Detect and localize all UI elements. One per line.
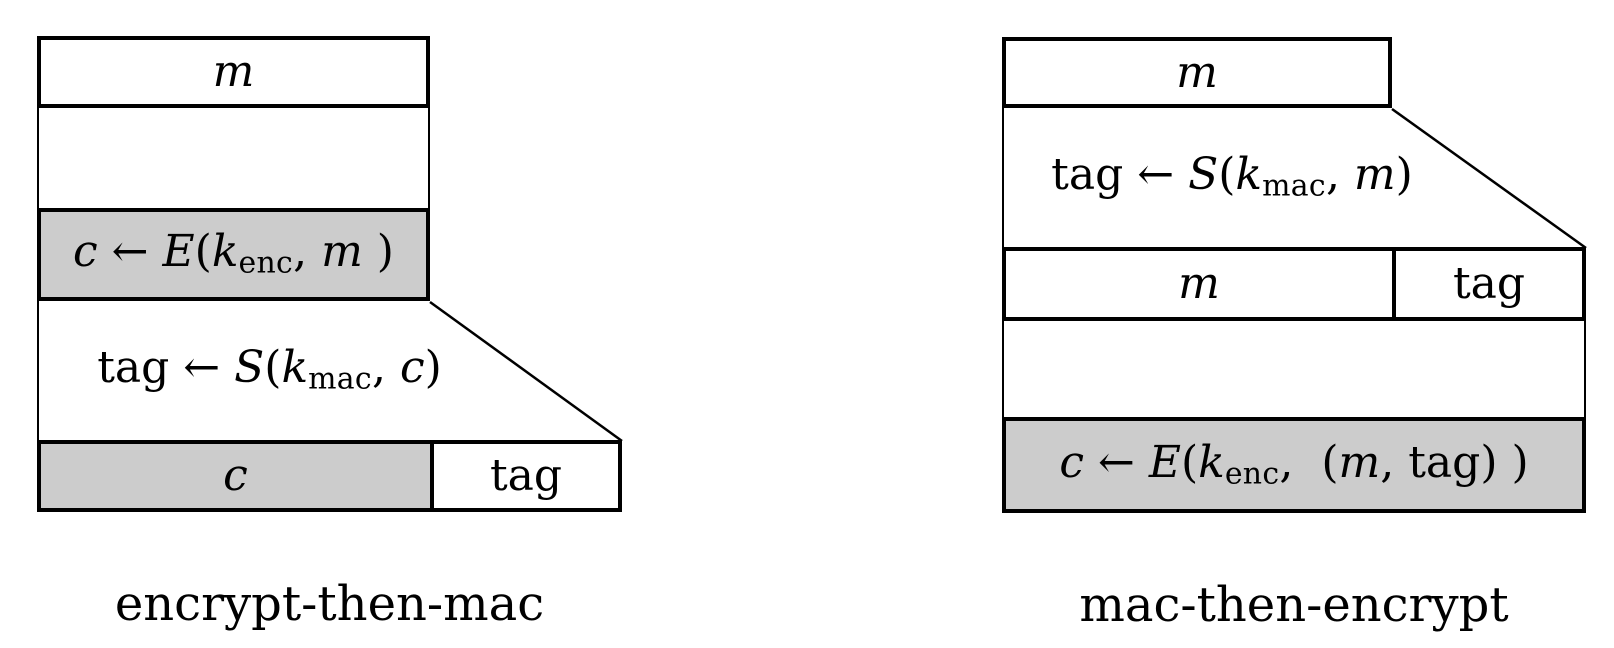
expr-segment: , [293, 226, 322, 278]
mte-gap-section [1002, 321, 1586, 417]
mte-mtag-row: m tag [1002, 247, 1586, 321]
expr-segment: c [1059, 436, 1084, 488]
expr-segment: m [321, 226, 363, 278]
etm-sign-expression: tag ← S(kmac, c) [97, 346, 442, 395]
mte-m-cell: m [1006, 251, 1396, 317]
expr-segment: ) [1395, 149, 1413, 201]
expr-segment: tag ← [97, 342, 235, 394]
expr-segment: tag [489, 450, 563, 501]
etm-message-box: m [37, 36, 430, 108]
mte-caption: mac-then-encrypt [1002, 577, 1586, 633]
mte-message-label: m [1176, 50, 1218, 95]
expr-segment: , [371, 342, 400, 394]
expr-segment: ← [97, 226, 163, 278]
mte-sign-expression: tag ← S(kmac, m) [1051, 153, 1413, 202]
mte-sign-section: tag ← S(kmac, m) [1002, 108, 1460, 247]
mte-encrypt-expression: c ← E(kenc, (m, tag) ) [1059, 440, 1528, 492]
expr-segment: ( [264, 342, 282, 394]
expr-segment: c [73, 226, 98, 278]
mte-tag-cell: tag [1396, 251, 1582, 317]
expr-segment: c [223, 450, 248, 501]
expr-segment: c [399, 342, 425, 394]
etm-sign-section: tag ← S(kmac, c) [37, 301, 500, 440]
etm-caption-text: encrypt-then-mac [114, 576, 545, 632]
etm-message-label: m [213, 50, 255, 94]
expr-segment: tag ← [1051, 149, 1189, 201]
expr-segment: enc [1224, 456, 1280, 492]
mte-diagram: m tag ← S(kmac, m) m tag c ← E(kenc, (m,… [900, 0, 1614, 648]
mte-m-label: m [1178, 262, 1220, 306]
expr-segment: ( [1218, 149, 1236, 201]
mte-message-box: m [1002, 37, 1392, 108]
expr-segment: , ( [1279, 436, 1339, 488]
expr-segment: m [212, 46, 255, 97]
etm-encrypt-box: c ← E(kenc, m ) [37, 208, 430, 301]
etm-tag-label: tag [490, 454, 562, 498]
etm-encrypt-expression: c ← E(kenc, m ) [73, 230, 394, 279]
expr-segment: m [1353, 149, 1396, 201]
expr-segment: ( [194, 226, 212, 278]
mte-caption-text: mac-then-encrypt [1079, 577, 1509, 633]
expr-segment: m [1176, 46, 1218, 98]
expr-segment: ( [1180, 436, 1199, 488]
etm-gap-section [37, 108, 430, 208]
expr-segment: ← [1084, 436, 1149, 488]
expr-segment: S [234, 342, 265, 394]
expr-segment: k [281, 342, 309, 394]
expr-segment: k [1198, 436, 1225, 488]
expr-segment: , tag) ) [1380, 436, 1529, 488]
expr-segment: E [1148, 436, 1181, 488]
expr-segment: tag [1452, 258, 1526, 309]
expr-segment: S [1188, 149, 1219, 201]
expr-segment: ) [424, 342, 442, 394]
expr-segment: m [1338, 436, 1381, 488]
expr-segment: enc [238, 245, 294, 281]
etm-diagram: m c ← E(kenc, m ) tag ← S(kmac, c) c tag… [0, 0, 700, 648]
expr-segment: k [211, 226, 239, 278]
expr-segment: E [162, 226, 195, 278]
expr-segment: k [1235, 149, 1263, 201]
etm-output-row: c tag [37, 440, 622, 512]
expr-segment: ) [362, 226, 394, 278]
expr-segment: , [1325, 149, 1354, 201]
expr-segment: mac [308, 361, 372, 397]
etm-caption: encrypt-then-mac [37, 576, 622, 632]
etm-ciphertext-label: c [223, 454, 248, 498]
mte-tag-label: tag [1453, 262, 1525, 306]
mte-encrypt-box: c ← E(kenc, (m, tag) ) [1002, 417, 1586, 513]
etm-ciphertext-cell: c [41, 444, 434, 508]
expr-segment: mac [1262, 168, 1326, 204]
expr-segment: m [1178, 258, 1220, 309]
etm-tag-cell: tag [434, 444, 618, 508]
